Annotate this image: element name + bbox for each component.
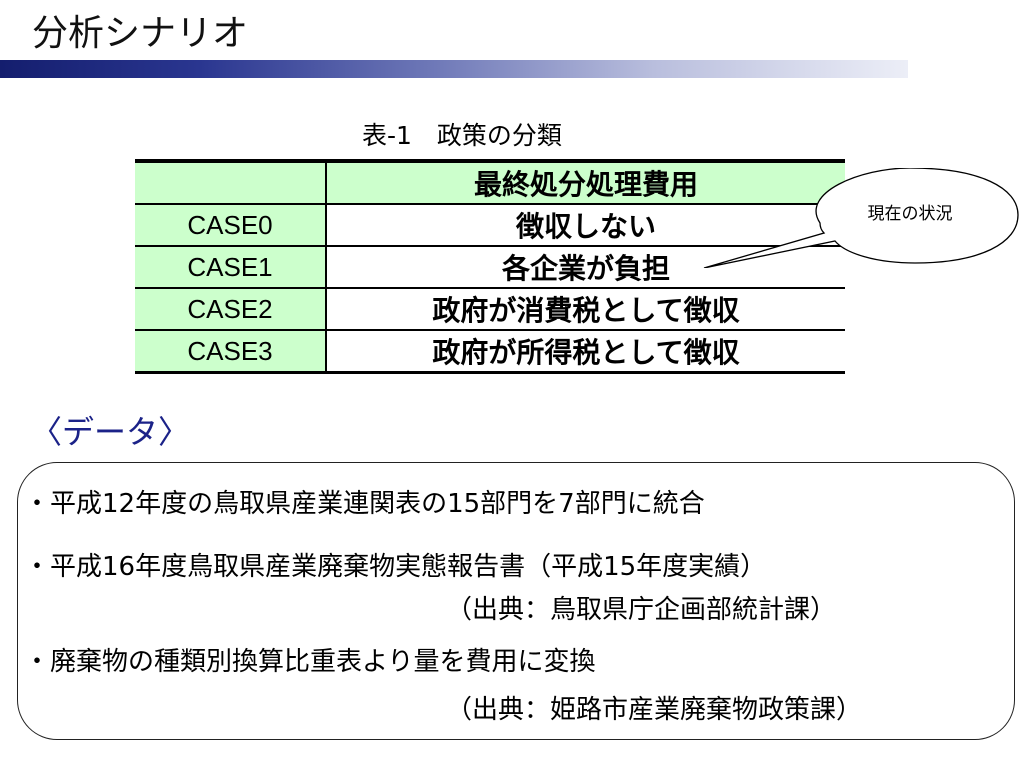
case-cell: CASE0 (135, 204, 327, 247)
data-item: ・平成16年度鳥取県産業廃棄物実態報告書（平成15年度実績） (24, 552, 767, 582)
data-box (17, 462, 1015, 740)
callout-shape (703, 168, 1019, 268)
callout-bubble (703, 168, 1019, 268)
table-row: CASE0 徴収しない (135, 204, 845, 247)
table-row: CASE3 政府が所得税として徴収 (135, 330, 845, 374)
data-heading: 〈データ〉 (30, 413, 191, 451)
policy-table: 最終処分処理費用 CASE0 徴収しない CASE1 各企業が負担 CASE2 … (135, 159, 845, 374)
data-item: ・平成12年度の鳥取県産業連関表の15部門を7部門に統合 (24, 489, 705, 519)
slide-title: 分析シナリオ (32, 13, 249, 54)
data-item: ・廃棄物の種類別換算比重表より量を費用に変換 (24, 647, 596, 677)
data-source: （出典：鳥取県庁企画部統計課） (446, 595, 837, 625)
table-header-row: 最終処分処理費用 (135, 159, 845, 205)
policy-cell: 政府が消費税として徴収 (325, 288, 845, 331)
case-cell: CASE2 (135, 288, 327, 331)
policy-cell: 徴収しない (325, 204, 845, 247)
header-empty-cell (135, 159, 327, 205)
policy-cell: 政府が所得税として徴収 (325, 330, 845, 374)
header-cost-cell: 最終処分処理費用 (325, 159, 845, 205)
callout-text: 現在の状況 (867, 204, 953, 224)
case-cell: CASE3 (135, 330, 327, 374)
table-row: CASE2 政府が消費税として徴収 (135, 288, 845, 331)
case-cell: CASE1 (135, 246, 327, 289)
data-source: （出典：姫路市産業廃棄物政策課） (446, 695, 863, 725)
title-gradient-bar (0, 60, 908, 78)
table-caption: 表-1 政策の分類 (362, 121, 562, 150)
